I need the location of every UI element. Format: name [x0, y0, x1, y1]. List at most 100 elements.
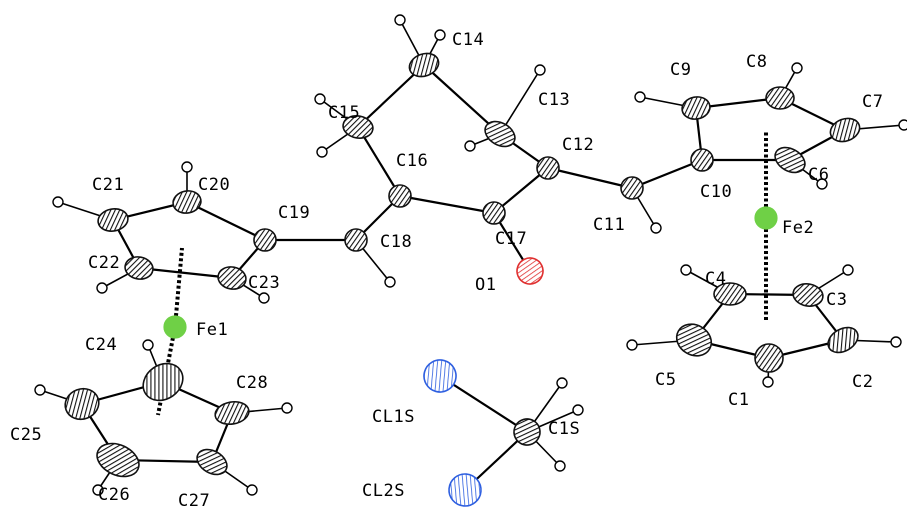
bond-C11-C10: [630, 158, 704, 190]
bond-C17-C16: [398, 194, 496, 215]
label-c5: C5: [655, 370, 676, 390]
label-c8: C8: [746, 52, 767, 72]
label-c19: C19: [278, 203, 310, 223]
label-c27: C27: [178, 491, 210, 511]
hydrogen-atoms: [34, 14, 907, 496]
hydrogen-C1S-1: [572, 404, 584, 416]
bond-C14-C13: [422, 63, 502, 136]
atom-c28: [214, 400, 250, 426]
centroid-link-Fe1-0: [173, 247, 184, 328]
label-c1: C1: [728, 390, 749, 410]
atom-c24: [142, 362, 184, 402]
atom-c12: [536, 156, 560, 180]
atom-c16: [388, 184, 412, 208]
atom-c8: [765, 86, 795, 110]
atom-c1: [754, 343, 784, 373]
atom-c7: [829, 117, 861, 143]
label-c2: C2: [852, 372, 873, 392]
label-c3: C3: [826, 290, 847, 310]
hydrogen-C14-1: [434, 29, 446, 41]
hydrogen-C22-0: [96, 282, 108, 294]
label-c1s: C1S: [548, 419, 580, 439]
atom-c26: [96, 442, 140, 478]
hydrogen-C3-0: [842, 264, 854, 276]
atom-c9: [681, 96, 711, 120]
label-c18: C18: [380, 232, 412, 252]
label-c12: C12: [562, 135, 594, 155]
atom-cl2s: [448, 473, 482, 507]
atom-c14: [408, 52, 440, 78]
atom-c19: [253, 228, 277, 252]
bonds: [80, 63, 847, 492]
hydrogen-C24-0: [142, 339, 154, 351]
label-o1: O1: [475, 275, 496, 295]
hydrogen-C1-0: [762, 376, 774, 388]
hydrogen-C13-1: [464, 140, 476, 152]
hydrogen-C26-0: [92, 484, 104, 496]
hydrogen-C25-0: [34, 384, 46, 396]
hydrogen-C21-0: [52, 196, 64, 208]
hydrogen-C23-0: [258, 292, 270, 304]
atom-labels: C1C2C3C4C5C6C7C8C9C10C11C12C13C14C15C16C…: [10, 30, 883, 511]
atom-c21: [97, 208, 129, 232]
bond-C1S-CL1S: [438, 374, 529, 434]
label-c23: C23: [248, 273, 280, 293]
hydrogen-C28-0: [281, 402, 293, 414]
hydrogen-C11-0: [650, 222, 662, 234]
hydrogen-C15-0: [314, 93, 326, 105]
atom-c23: [217, 266, 247, 290]
bond-C12-C11: [546, 166, 634, 190]
hydrogen-C2-0: [890, 336, 902, 348]
label-c28: C28: [236, 373, 268, 393]
atom-c15: [342, 115, 374, 139]
hydrogen-C7-0: [898, 119, 907, 131]
atom-o1: [516, 257, 544, 285]
hydrogen-C15-1: [316, 146, 328, 158]
atom-c2: [827, 326, 859, 354]
label-c10: C10: [700, 182, 732, 202]
atom-c18: [344, 228, 368, 252]
atom-c10: [690, 148, 714, 172]
label-c4: C4: [705, 269, 726, 289]
label-c24: C24: [85, 335, 117, 355]
atom-c11: [620, 176, 644, 200]
atom-c17: [482, 201, 506, 225]
label-c25: C25: [10, 425, 42, 445]
label-cl2s: CL2S: [362, 481, 405, 501]
label-c14: C14: [452, 30, 484, 50]
atoms: [64, 52, 861, 507]
atom-fe2: [754, 206, 778, 230]
hydrogen-C14-0: [394, 14, 406, 26]
bond-C19-C20: [185, 200, 267, 242]
h-bond-C13-0: [499, 69, 541, 135]
hydrogen-C9-0: [634, 91, 646, 103]
label-c11: C11: [593, 215, 625, 235]
label-c22: C22: [88, 253, 120, 273]
atom-cl1s: [423, 359, 457, 393]
atom-c6: [774, 146, 806, 174]
atom-c4: [713, 282, 747, 306]
atom-c3: [792, 283, 824, 307]
hydrogen-C8-0: [791, 62, 803, 74]
label-c7: C7: [862, 92, 883, 112]
hydrogen-C1S-2: [554, 460, 566, 472]
label-c13: C13: [538, 90, 570, 110]
hydrogen-C27-0: [246, 484, 258, 496]
hydrogen-C13-0: [534, 64, 546, 76]
atom-fe1: [163, 315, 187, 339]
label-c21: C21: [92, 175, 124, 195]
atom-c27: [196, 448, 228, 476]
atom-c22: [124, 256, 154, 280]
label-c6: C6: [808, 165, 829, 185]
bond-C16-C15: [356, 125, 402, 198]
label-c15: C15: [328, 103, 360, 123]
hydrogen-C20-0: [181, 161, 193, 173]
label-cl1s: CL1S: [372, 407, 415, 427]
bond-C22-C23: [137, 266, 234, 280]
atom-c1s: [513, 418, 541, 446]
hydrogen-C1S-0: [556, 377, 568, 389]
hydrogen-C6-0: [816, 178, 828, 190]
hydrogen-C4-0: [680, 264, 692, 276]
hydrogen-C5-0: [626, 339, 638, 351]
